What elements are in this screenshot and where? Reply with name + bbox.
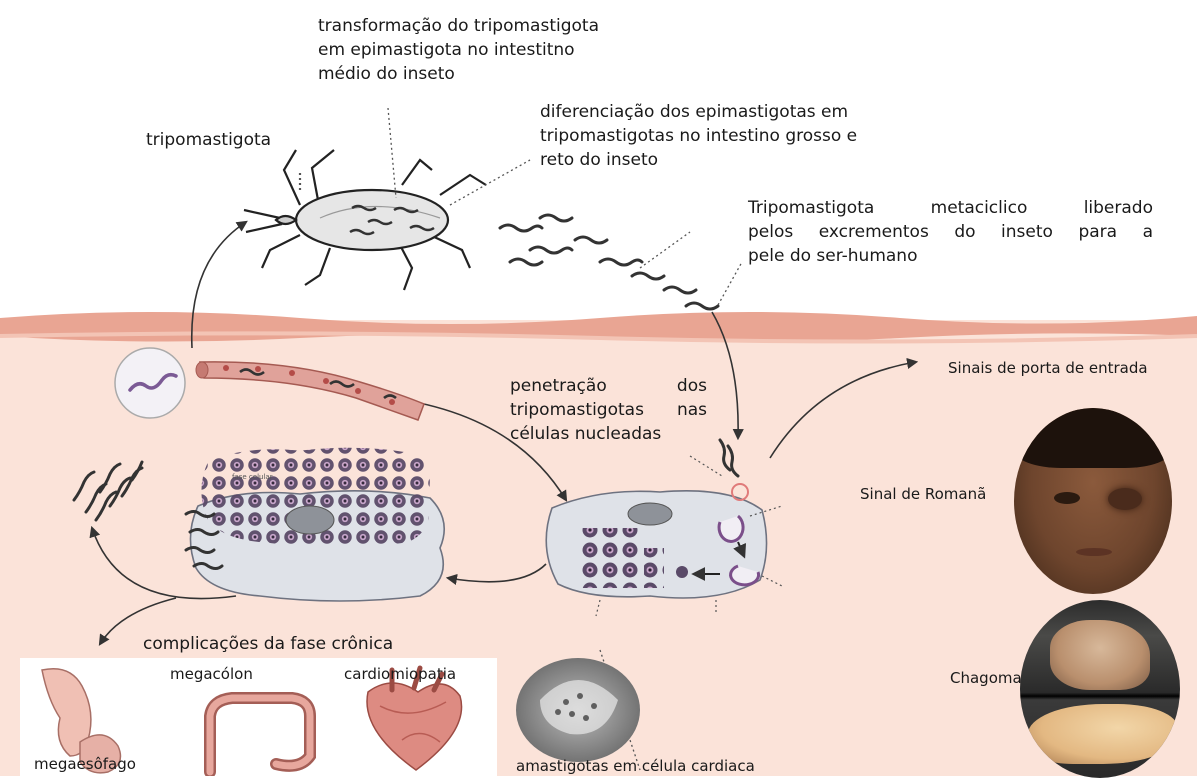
label-diferenciacao-line: reto do inseto	[540, 148, 857, 172]
cardiac-micrograph	[516, 658, 640, 762]
label-transformacao-line: transformação do tripomastigota	[318, 14, 599, 38]
eye-left	[1054, 492, 1080, 504]
label-penetracao-line: células nucleadas	[510, 422, 707, 446]
infected-cell-large	[186, 448, 444, 601]
label-fase-celular: fase celular	[232, 472, 273, 482]
label-complicacoes: complicações da fase crônica	[143, 632, 393, 656]
label-penetracao: penetração dos tripomastigotas nas célul…	[510, 374, 707, 446]
label-chagoma: Chagoma	[950, 666, 1022, 690]
label-transformacao-line: em epimastigota no intestitno	[318, 38, 599, 62]
label-cardiomiopatia: cardiomiopatia	[344, 662, 456, 686]
label-tripomastigota: tripomastigota	[146, 128, 271, 152]
label-penetracao-line: tripomastigotas nas	[510, 398, 707, 422]
label-diferenciacao: diferenciação dos epimastigotas em tripo…	[540, 100, 857, 172]
label-diferenciacao-line: tripomastigotas no intestino grosso e	[540, 124, 857, 148]
label-megaesofago: megaesôfago	[34, 752, 136, 776]
label-diferenciacao-line: diferenciação dos epimastigotas em	[540, 100, 857, 124]
label-amastigotas: amastigotas em célula cardiaca	[516, 754, 755, 778]
label-transformacao-line: médio do inseto	[318, 62, 599, 86]
released-trypomastigotes	[500, 215, 718, 309]
label-megacolon: megacólon	[170, 662, 253, 686]
label-transformacao: transformação do tripomastigota em epima…	[318, 14, 599, 86]
label-sinal-romana: Sinal de Romanã	[860, 482, 986, 506]
label-metaciclico-line: Tripomastigota metaciclico liberado	[748, 196, 1153, 220]
chagoma-photo	[1020, 600, 1180, 778]
mouth	[1076, 548, 1112, 556]
blood-smear-circle	[115, 348, 185, 418]
triatomine-insect	[244, 150, 486, 290]
arm-lower	[1028, 704, 1178, 764]
romana-sign-photo	[1014, 408, 1172, 594]
label-metaciclico: Tripomastigota metaciclico liberado pelo…	[748, 196, 1153, 268]
label-metaciclico-line: pele do ser-humano	[748, 244, 1153, 268]
label-penetracao-line: penetração dos	[510, 374, 707, 398]
label-metaciclico-line: pelos excrementos do inseto para a	[748, 220, 1153, 244]
label-sinais-porta: Sinais de porta de entrada	[948, 356, 1148, 380]
eye-right-swollen	[1108, 488, 1142, 510]
hair-shape	[1014, 408, 1172, 468]
arm-upper	[1050, 620, 1150, 690]
